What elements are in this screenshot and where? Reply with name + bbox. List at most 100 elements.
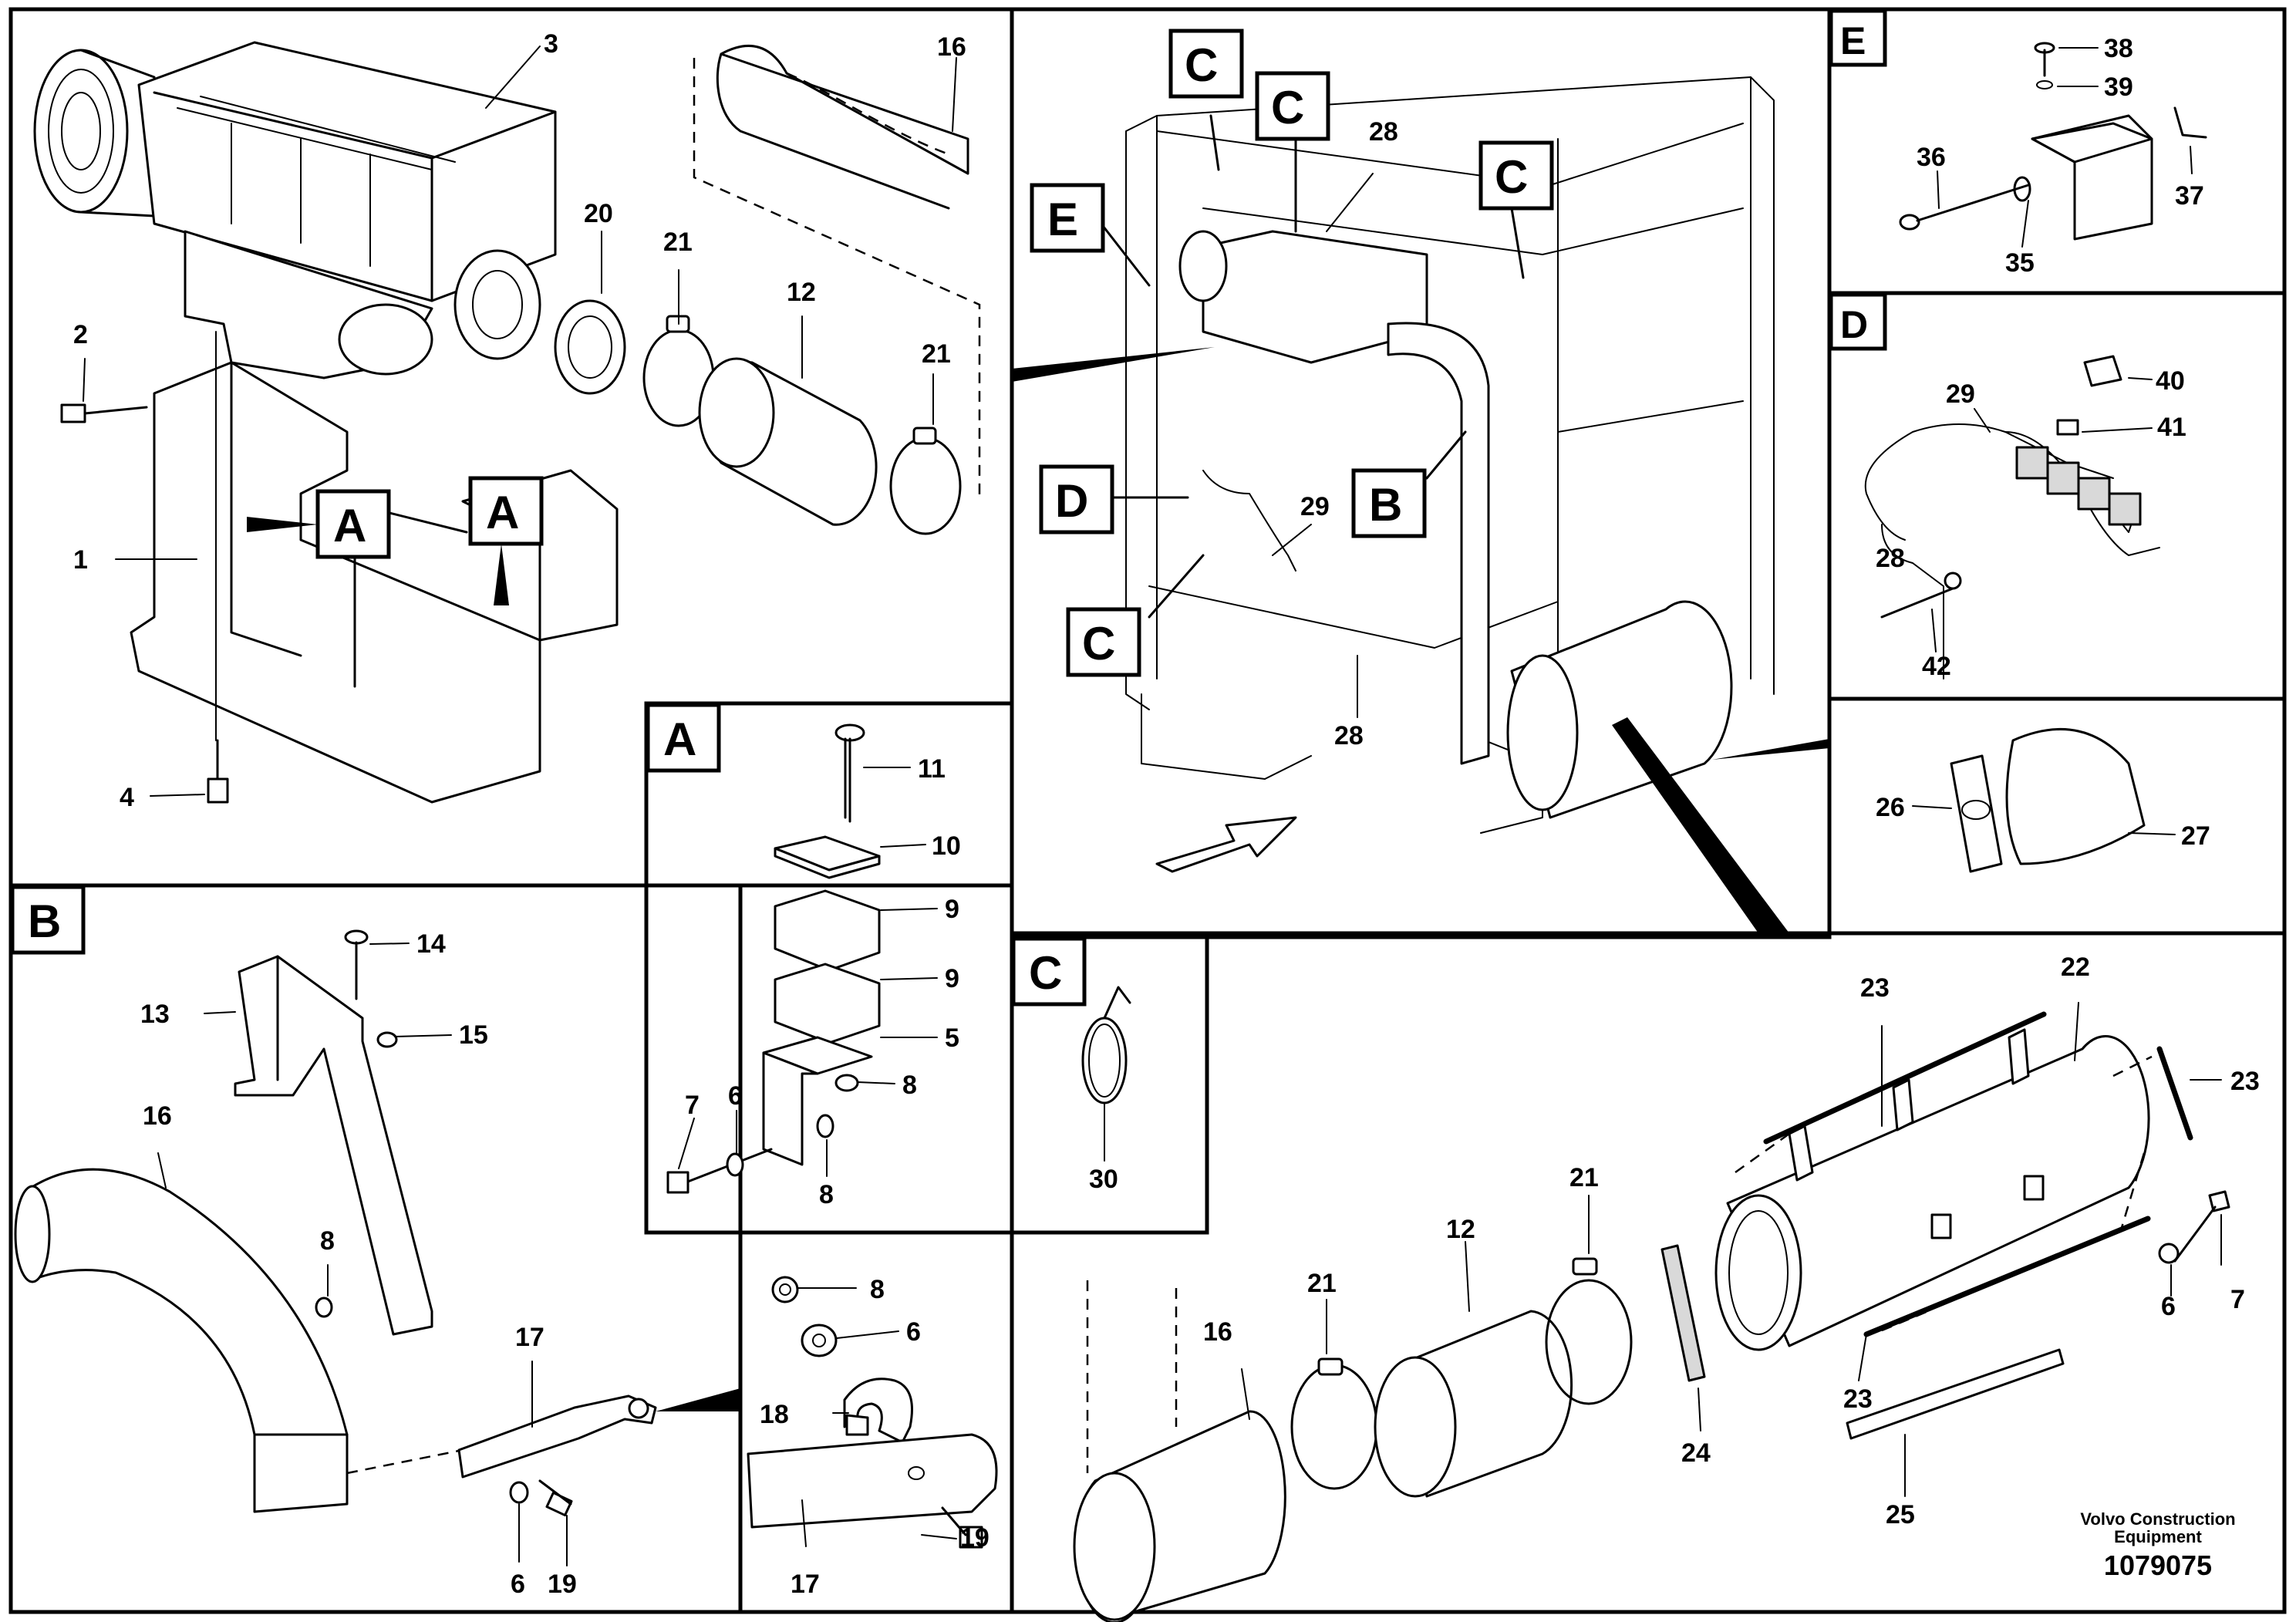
- callout-19: 19: [548, 1570, 577, 1599]
- mounting-bracket: [130, 361, 541, 804]
- tag-e-overview: E: [1047, 194, 1078, 245]
- tag-a: A: [333, 500, 366, 551]
- callout-41: 41: [2157, 413, 2186, 442]
- pointer-e-to-filter: [1012, 347, 1215, 382]
- cover-plate: [1950, 754, 2003, 873]
- brand-line-2: Equipment: [2114, 1527, 2202, 1546]
- callout-6: 6: [728, 1081, 743, 1111]
- bar-end-17: [747, 1433, 998, 1529]
- tag-a: A: [486, 487, 519, 538]
- callout-8: 8: [819, 1180, 834, 1209]
- callout-24: 24: [1681, 1438, 1711, 1468]
- callout-21: 21: [1569, 1163, 1599, 1192]
- callout-11: 11: [918, 754, 946, 784]
- tag-c-overview-3: C: [1495, 151, 1528, 203]
- detail-clip: [747, 1276, 998, 1549]
- callout-8: 8: [320, 1226, 335, 1256]
- callout-38: 38: [2104, 34, 2133, 63]
- callout-18: 18: [760, 1400, 789, 1429]
- callout-17: 17: [791, 1570, 820, 1599]
- pipe-exploded-view: [1073, 1002, 2230, 1622]
- tag-b-overview: B: [1369, 479, 1402, 531]
- outlet-flange: [453, 249, 541, 360]
- panel-pipe-exploded: [1010, 931, 2287, 1614]
- callout-6: 6: [906, 1317, 921, 1347]
- strip-23-bottom: [1863, 1216, 2151, 1337]
- callout-29: 29: [1300, 492, 1330, 521]
- callout-25: 25: [1886, 1500, 1915, 1529]
- muffler-22: [1726, 1034, 2150, 1347]
- callout-8: 8: [870, 1275, 885, 1304]
- detail-b-bracket: [14, 929, 740, 1566]
- strip-23-top: [1763, 1011, 2047, 1145]
- hose-clamp-right: [889, 437, 962, 535]
- cover-guard: [2005, 727, 2146, 865]
- detail-c-cable-tie: [1081, 986, 1131, 1162]
- callout-numbers: 3 16 20 21 12 21 2 1 4 28 29 28 38 39 36…: [73, 29, 2260, 1599]
- callout-16: 16: [937, 32, 966, 62]
- callout-36: 36: [1917, 143, 1946, 172]
- callout-6: 6: [511, 1570, 525, 1599]
- callout-30: 30: [1089, 1165, 1118, 1194]
- air-cleaner-assembly: [33, 41, 981, 804]
- callout-1: 1: [73, 545, 88, 575]
- panel-detail-d: [1827, 291, 2287, 701]
- tag-a-panel: A: [663, 713, 696, 765]
- callout-23: 23: [2230, 1067, 2260, 1096]
- callout-20: 20: [584, 199, 613, 228]
- callout-7: 7: [2230, 1285, 2245, 1314]
- tag-c-panel: C: [1029, 947, 1062, 999]
- callout-22: 22: [2061, 953, 2090, 982]
- callout-7: 7: [685, 1091, 700, 1120]
- callout-6: 6: [2161, 1292, 2176, 1321]
- exhaust-cover: [1912, 727, 2176, 873]
- callout-40: 40: [2156, 366, 2185, 396]
- callout-9: 9: [945, 964, 959, 993]
- callout-21: 21: [922, 339, 951, 369]
- strip-23-end: [2156, 1046, 2193, 1141]
- callout-39: 39: [2104, 73, 2133, 102]
- callout-21: 21: [1307, 1269, 1337, 1298]
- relay-cube: [2083, 355, 2122, 387]
- tag-c-overview-1: C: [1185, 39, 1218, 91]
- detail-a-clamp: [666, 723, 938, 1194]
- callout-19: 19: [960, 1523, 990, 1553]
- callout-12: 12: [1446, 1215, 1475, 1244]
- tag-c-overview-4: C: [1082, 618, 1115, 669]
- sealing-ring: [554, 299, 626, 395]
- zoom-wedge: [1612, 717, 1789, 933]
- callout-16: 16: [1203, 1317, 1232, 1347]
- callout-12: 12: [787, 278, 816, 307]
- tag-e-panel: E: [1840, 19, 1866, 62]
- tag-d-panel: D: [1840, 303, 1868, 346]
- callout-37: 37: [2175, 181, 2204, 211]
- support-bar-17: [457, 1394, 657, 1479]
- bolt-bottom: [207, 777, 229, 804]
- callout-5: 5: [945, 1023, 959, 1053]
- front-direction-arrow: [1155, 816, 1297, 873]
- tag-d-overview: D: [1055, 475, 1088, 527]
- callout-42: 42: [1922, 652, 1951, 681]
- callout-15: 15: [459, 1020, 488, 1050]
- machine-overview: [1012, 76, 1829, 933]
- clamp-half-lower: [774, 963, 881, 1044]
- callout-17: 17: [515, 1323, 544, 1352]
- callout-23: 23: [1843, 1384, 1873, 1414]
- support-bracket-13: [234, 955, 433, 1336]
- callout-2: 2: [73, 320, 88, 349]
- detail-tags: A A A B C E D C C C E B D C: [10, 8, 1887, 1007]
- tag-c-overview-2: C: [1271, 82, 1304, 133]
- bolt-head: [60, 403, 86, 423]
- plate-25: [1846, 1348, 2065, 1440]
- callout-26: 26: [1876, 793, 1905, 822]
- clamp-21-left: [1290, 1364, 1378, 1490]
- brand-line-1: Volvo Construction: [2080, 1509, 2235, 1529]
- clamp-half-upper: [774, 889, 881, 972]
- gasket-24: [1660, 1244, 1706, 1382]
- callout-10: 10: [932, 831, 961, 861]
- exhaust-pipe-16: [29, 1168, 349, 1475]
- callout-9: 9: [945, 895, 959, 924]
- detail-d-harness: [1864, 355, 2160, 679]
- detail-e-relay: [1899, 42, 2207, 248]
